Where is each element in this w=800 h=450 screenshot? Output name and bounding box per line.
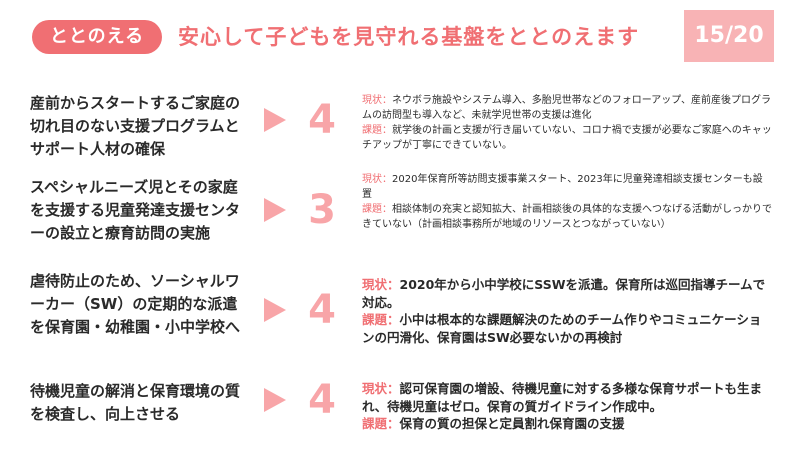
row-description: 現状：認可保育園の増設、待機児童に対する多様な保育サポートも生まれ、待機児童はゼ…	[362, 380, 772, 433]
score-value: 3	[308, 187, 336, 233]
page-title: 安心して子どもを見守れる基盤をととのえます	[178, 25, 640, 49]
status-label: 現状：	[362, 95, 392, 106]
goal-text: 虐待防止のため、ソーシャルワーカー（SW）の定期的な派遣を保育園・幼稚園・小中学…	[30, 272, 241, 336]
issue-label: 課題：	[362, 312, 400, 327]
issue-label: 課題：	[362, 204, 392, 215]
status-label: 現状：	[362, 277, 400, 292]
issue-label: 課題：	[362, 416, 400, 431]
issue-text: 就学後の計画と支援が行き届いていない、コロナ禍で支援が必要なご家庭へのキャッチア…	[362, 125, 772, 151]
row-description: 現状：2020年から小中学校にSSWを派遣。保育所は巡回指導チームで対応。 課題…	[362, 276, 772, 346]
issue-text: 保育の質の担保と定員割れ保育園の支援	[399, 416, 625, 431]
issue-text: 相談体制の充実と認知拡大、計画相談後の具体的な支援へつなげる活動がしっかりできて…	[362, 204, 772, 230]
score-value: 4	[308, 97, 336, 143]
status-text: 2020年保育所等訪問支援事業スタート、2023年に児童発達相談支援センターも設…	[362, 174, 763, 200]
score-value: 4	[308, 287, 336, 333]
row-description: 現状：2020年保育所等訪問支援事業スタート、2023年に児童発達相談支援センタ…	[362, 172, 772, 232]
score-value: 4	[308, 377, 336, 423]
status-label: 現状：	[362, 174, 392, 185]
status-text: 認可保育園の増設、待機児童に対する多様な保育サポートも生まれ、待機児童はゼロ。保…	[362, 381, 763, 414]
category-tag: ととのえる	[32, 20, 162, 54]
page-number-badge: 15/20	[684, 10, 774, 62]
goal-text: 待機児童の解消と保育環境の質を検査し、向上させる	[30, 382, 241, 423]
status-text: ネウボラ施設やシステム導入、多胎児世帯などのフォローアップ、産前産後プログラムの…	[362, 95, 771, 121]
status-text: 2020年から小中学校にSSWを派遣。保育所は巡回指導チームで対応。	[362, 277, 766, 310]
arrow-right-icon	[264, 108, 286, 132]
arrow-right-icon	[264, 298, 286, 322]
goal-text: スペシャルニーズ児とその家庭を支援する児童発達支援センターの設立と療育訪問の実施	[30, 178, 241, 242]
issue-text: 小中は根本的な課題解決のためのチーム作りやコミュニケーションの円滑化、保育園はS…	[362, 312, 762, 345]
row-description: 現状：ネウボラ施設やシステム導入、多胎児世帯などのフォローアップ、産前産後プログ…	[362, 93, 772, 153]
arrow-right-icon	[264, 388, 286, 412]
issue-label: 課題：	[362, 125, 392, 136]
arrow-right-icon	[264, 198, 286, 222]
goal-text: 産前からスタートするご家庭の切れ目のない支援プログラムとサポート人材の確保	[30, 94, 241, 158]
status-label: 現状：	[362, 381, 400, 396]
